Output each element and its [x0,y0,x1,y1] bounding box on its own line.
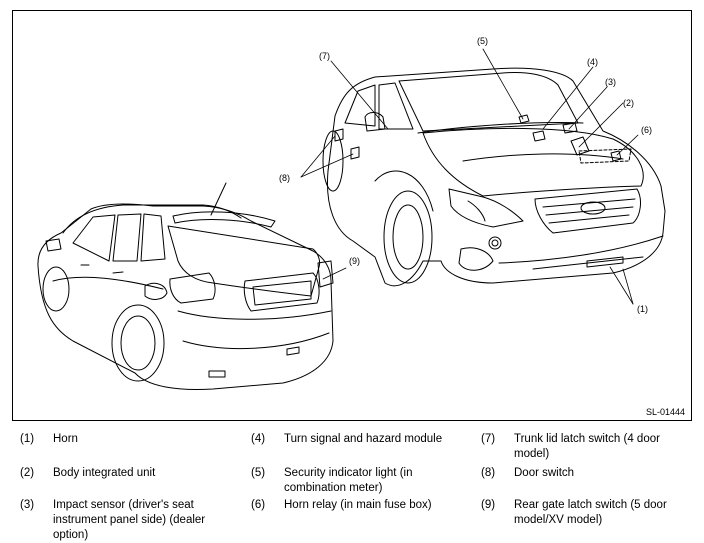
legend-item: (4) Turn signal and hazard module [251,432,476,447]
legend-number: (8) [481,467,496,479]
legend-number: (9) [481,499,496,511]
callout-3: (3) [605,77,616,87]
legend-text: Trunk lid latch switch (4 door model) [514,433,660,460]
legend-number: (7) [481,433,496,445]
legend-text: Body integrated unit [53,467,156,479]
callout-9: (9) [349,256,360,266]
legend-item: (8) Door switch [481,466,686,481]
hatchback-rear-view [37,182,334,390]
legend-text: Door switch [514,467,575,479]
legend-number: (3) [20,499,35,511]
legend-item: (3) Impact sensor (driver's seat instrum… [20,498,235,543]
legend-number: (4) [251,433,266,445]
callout-6: (6) [641,125,652,135]
callout-labels: (1) (2) (3) (4) (5) (6) (7) (8) (9) [279,36,652,314]
legend-item: (2) Body integrated unit [20,466,240,481]
callout-1: (1) [637,304,648,314]
legend-item: (7) Trunk lid latch switch (4 door model… [481,432,686,462]
legend-item: (1) Horn [20,432,240,447]
legend-item: (5) Security indicator light (in combina… [251,466,456,496]
callout-7: (7) [319,51,330,61]
legend-number: (5) [251,467,266,479]
sedan-front-view [322,67,666,287]
leader-lines [300,48,639,305]
legend-number: (2) [20,467,35,479]
callout-4: (4) [587,57,598,67]
callout-5: (5) [477,36,488,46]
legend-text: Security indicator light (in combination… [284,467,413,494]
legend-number: (1) [20,433,35,445]
legend-text: Horn relay (in main fuse box) [284,499,432,511]
legend-number: (6) [251,499,266,511]
vehicle-illustration: (1) (2) (3) (4) (5) (6) (7) (8) (9) [37,36,666,390]
legend-item: (9) Rear gate latch switch (5 door model… [481,498,686,528]
callout-2: (2) [623,98,634,108]
diagram-frame: (1) (2) (3) (4) (5) (6) (7) (8) (9) SL-0… [12,10,692,421]
legend-text: Impact sensor (driver's seat instrument … [53,499,206,541]
figure-id: SL-01444 [645,407,685,417]
legend-item: (6) Horn relay (in main fuse box) [251,498,476,513]
callout-8: (8) [279,173,290,183]
legend-text: Horn [53,433,78,445]
legend-text: Turn signal and hazard module [284,433,443,445]
legend-text: Rear gate latch switch (5 door model/XV … [514,499,667,526]
